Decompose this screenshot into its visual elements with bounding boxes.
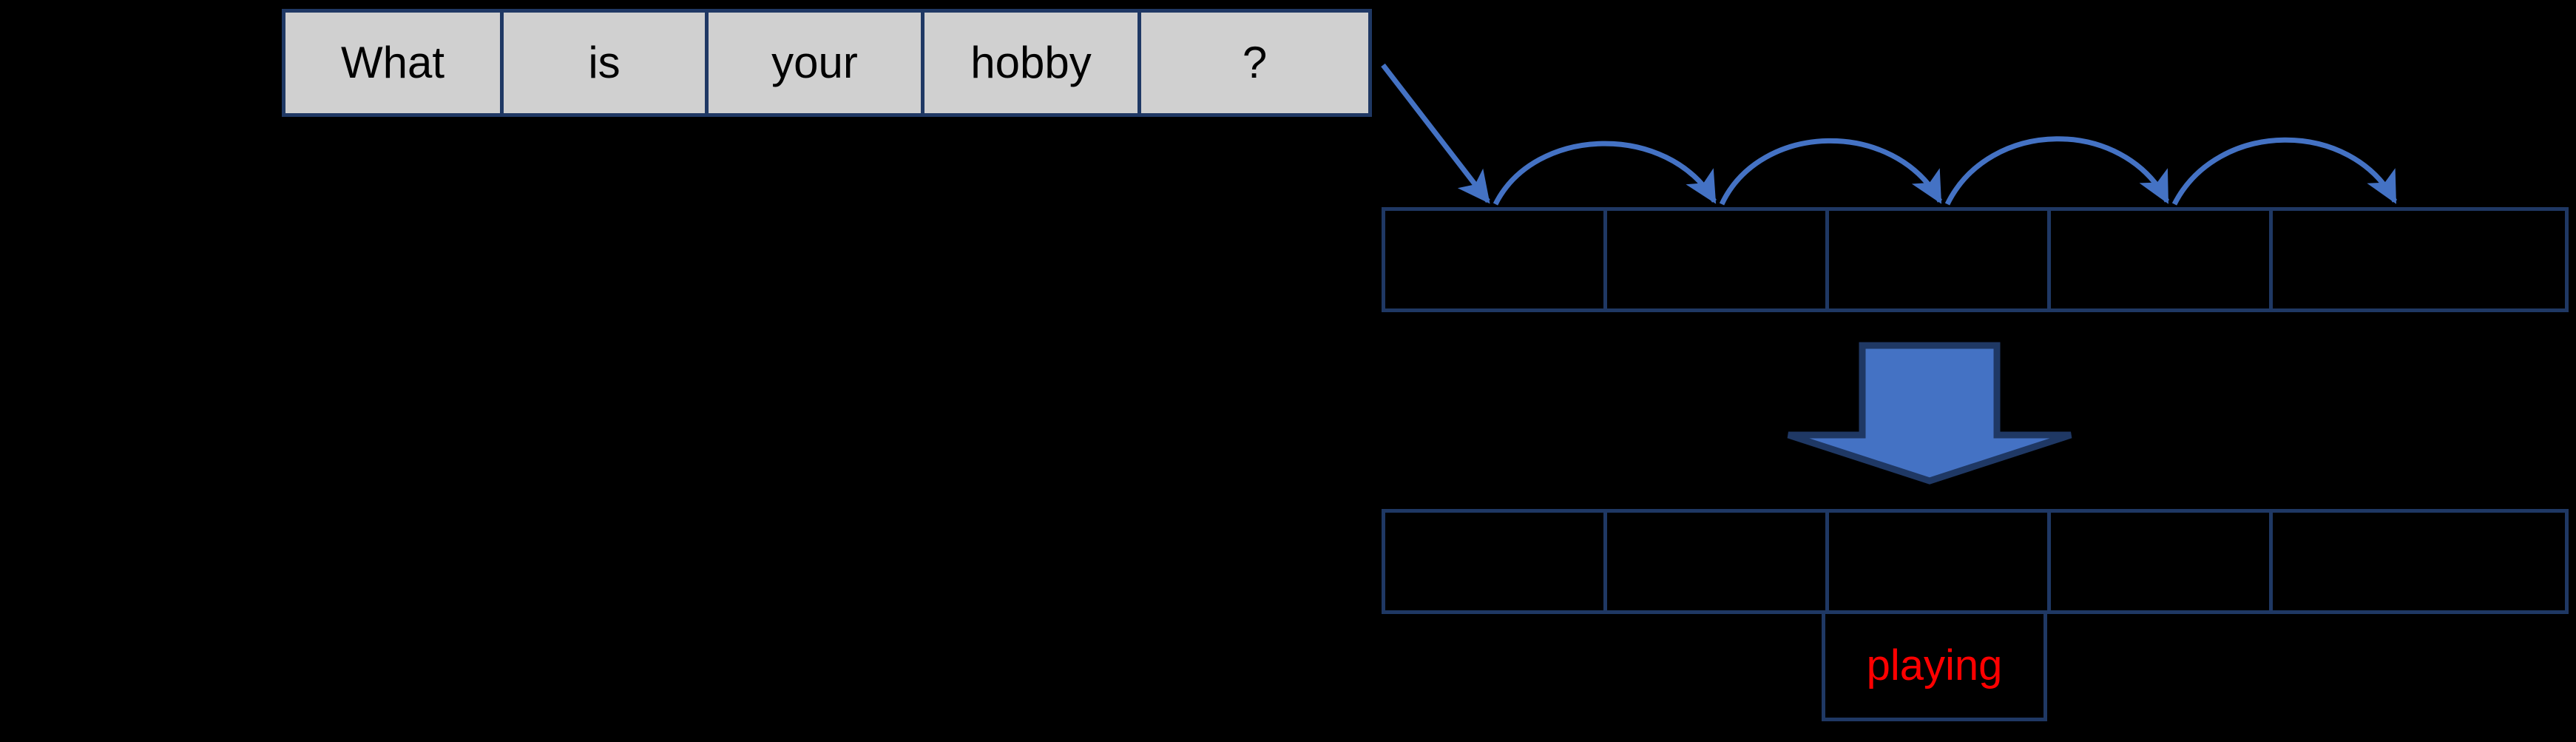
encoder-to-decoder-block-arrow (1787, 342, 2072, 485)
token-hop-arc (1492, 141, 1717, 206)
input-token-label: hobby (970, 38, 1092, 87)
decoder-slot-cell[interactable] (1825, 509, 2051, 614)
token-hop-arc (1719, 138, 1943, 206)
input-token-cell[interactable]: What (282, 9, 504, 117)
input-token-label: What (340, 38, 445, 87)
decoder-slot-cell[interactable] (1382, 509, 1607, 614)
input-token-cell[interactable]: your (705, 9, 924, 117)
input-token-cell[interactable]: ? (1137, 9, 1372, 117)
token-hop-arc (2171, 137, 2398, 206)
input-token-label: is (588, 38, 621, 87)
token-hop-arc (1944, 136, 2170, 206)
input-token-label: ? (1242, 38, 1268, 87)
input-sentence-table: What is your hobby ? (282, 9, 1372, 117)
generated-token-label: playing (1866, 641, 2003, 689)
input-token-label: your (771, 38, 858, 87)
decoder-slot-table (1382, 509, 2569, 614)
encoder-slot-cell[interactable] (2269, 207, 2569, 312)
input-token-cell[interactable]: is (500, 9, 709, 117)
encoder-slot-cell[interactable] (1603, 207, 1829, 312)
input-token-cell[interactable]: hobby (921, 9, 1141, 117)
decoder-slot-cell[interactable] (2269, 509, 2569, 614)
encoder-slot-cell[interactable] (1382, 207, 1607, 312)
encoder-slot-cell[interactable] (2047, 207, 2273, 312)
decoder-slot-cell[interactable] (1603, 509, 1829, 614)
input-to-encoder-arrow (1381, 63, 1490, 204)
encoder-slot-table (1382, 207, 2569, 312)
decoder-slot-cell[interactable] (2047, 509, 2273, 614)
encoder-slot-cell[interactable] (1825, 207, 2051, 312)
generated-token-cell[interactable]: playing (1822, 610, 2047, 721)
